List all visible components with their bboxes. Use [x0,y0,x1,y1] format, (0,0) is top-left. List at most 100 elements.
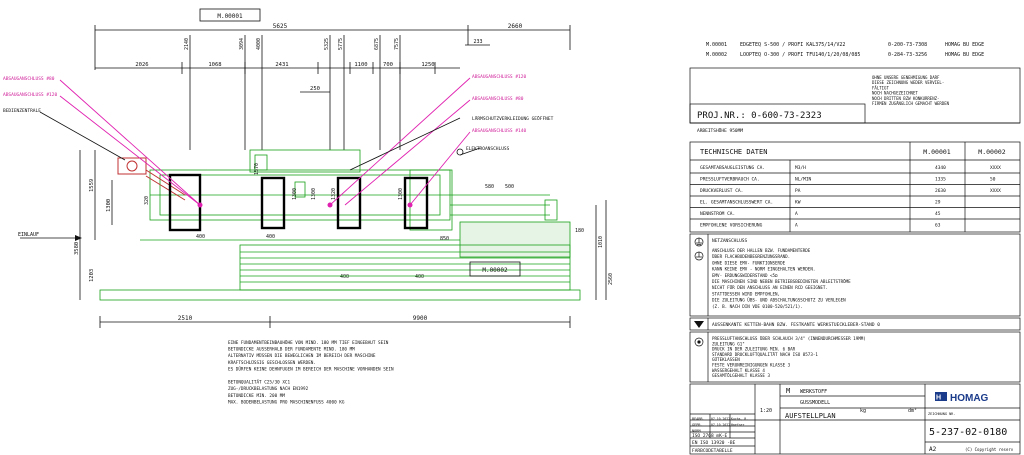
tech-row-v1: 2630 [935,188,946,194]
netz-line: DIE MASCHINEN SIND NEBEN BETRIEBSBEDINGT… [712,279,851,284]
label-abs-120-right: ABSAUGANSCHLUSS #120 [472,74,526,80]
tb-iso1: ISO 2768 mK-E [692,433,728,439]
dim-180: 180 [575,228,584,234]
machine-maker: HOMAG BU EDGE [945,52,984,58]
machine-m00002-outline [99,221,581,301]
tech-row-unit: NL/MIN [795,177,812,183]
tb-scale: 1:20 [760,408,772,414]
dim-2026: 2026 [135,62,148,68]
tb-zeich: ZEICHNUNG NR. [928,412,955,416]
tech-row-v2: XXXX [990,188,1001,194]
pressluft-icon [694,337,704,347]
press-line: ZULEITUNG G1" [712,341,745,346]
note-line: BETONDICKE MIN. 200 MM [228,393,285,399]
press-line: FESTE VERUNREINIGUNGEN KLASSE 3 [712,363,791,368]
foundation-boxes [168,173,429,232]
note-line: BETONQUALITÄT C25/30 XC1 [228,379,290,386]
tb-name1: Kuchs, R. [731,417,748,421]
tb-format: A2 [929,446,937,453]
press-line: STANDARD DRUCKLUFTQUALITÄT NACH ISO 8573… [712,352,818,357]
label-laermschutz: LÄRMSCHUTZVERKLEIDUNG GEÖFFNET [472,115,554,122]
tb-werkstoff: WERKSTOFF [800,389,827,395]
dim-400-a: 400 [196,234,205,240]
label-abs-120-left: ABSAUGANSCHLUSS #120 [3,92,57,98]
machine-id: M.00001 [706,42,727,48]
machine-number: 0-284-73-3256 [888,52,927,58]
dim-1300-d: 1300 [398,188,404,200]
copyright-line: FIRMEN ZUGÄNGLICH GEMACHT WERDEN [872,101,950,106]
note-line: KRAFTSCHLÜSSIG GESCHLOSSEN WERDEN. [228,359,316,366]
press-line: DRUCK IN DER ZULEITUNG MIN. 6 BAR [712,347,796,352]
kette-box [689,317,1021,331]
dim-700: 700 [383,62,393,68]
press-line: PRESSLUFTANSCHLUSS ÜBER SCHLAUCH 3/4" (I… [712,336,866,341]
dim-1068: 1068 [208,62,221,68]
tb-date1: 07.10.2022 [711,417,730,421]
label-bedienzentrale: BEDIENZENTRALE [3,108,41,114]
tb-iso2: EN ISO 13920 -BE [692,440,736,446]
tech-row-unit: A [795,223,798,229]
dim-1010: 1010 [598,236,604,248]
machine-desc: EDGETEQ S-500 / PROFI KAL375/14/V22 [740,42,845,48]
machine-label-2: M.00002 [482,267,508,274]
homag-logo-icon: H [935,392,947,402]
dim-9900: 9900 [413,315,428,322]
netz-line: KANN KEINE EMV - NORM EINGEHALTEN WERDEN… [712,267,815,272]
tb-copy: (C) Copyright reserv [965,447,1014,452]
press-box [689,331,1021,383]
tech-row-v1: 63 [935,223,941,229]
machine-list: M.00001 EDGETEQ S-500 / PROFI KAL375/14/V… [706,42,984,58]
machine-desc: LOOPTEQ O-300 / PROFI TFU140/1/20/08/085 [740,52,860,58]
tech-row-v1: 45 [935,211,941,217]
tb-farb: FARBCODETABELLE [692,448,733,454]
dim-2660: 2660 [508,23,523,30]
tech-row-label: GESAMTABSAUGLEISTUNG CA. [700,165,765,171]
tb-gussmodell: GUSSMODELL [800,400,830,406]
netz-line: DIE ZULEITUNG ÜBS- UND ABSCHALTUNGSSCHUT… [712,298,846,303]
dim-1320: 1320 [331,188,337,200]
dim-5775: 5775 [338,38,344,50]
dim-2560: 2560 [608,273,614,285]
machine-label-box-1 [199,8,261,22]
note-line: MAX. BODENBELASTUNG PRO MASCHINENFUSS 40… [228,399,345,405]
tb-bearb: BEARB. [692,417,705,421]
dim-500: 500 [505,184,514,190]
dim-1300-c: 1300 [311,188,317,200]
tb-norm: NORM [692,429,700,433]
dim-1100: 1100 [354,62,367,68]
tech-col1: M.00001 [923,148,950,156]
dim-1559: 1559 [89,179,95,192]
machine-number: 0-200-73-7308 [888,42,927,48]
copyright-line: NOCH NACHGEZEICHNET [872,91,918,96]
copyright-line: NOCH DRITTEN BZW KONKURRENZ- [872,96,939,101]
copyright-line: FÄLTIGT [872,85,889,90]
tb-number: 5-237-02-0180 [929,427,1007,438]
netz-line: STATTDESSEN WIRD EMPFOHLEN, [712,291,780,296]
tech-col2: M.00002 [978,148,1005,156]
dim-850: 850 [440,236,449,242]
top-dimensions: 5625 2660 233 2026 1068 2431 1100 700 12… [94,23,571,150]
tech-row-label: EMPFOHLENE VORSICHERUNG [700,223,763,229]
netz-line: EMV- ERDUNGSWIDERSTAND <5Ω [712,273,778,278]
tb-logo: HOMAG [950,393,989,404]
tech-row-v1: 29 [935,200,941,206]
netz-title: NETZANSCHLUSS [712,238,748,244]
dim-1300-b: 1300 [292,188,298,200]
tb-date2: 07.10.2022 [711,423,730,427]
inner-dimensions: 400 400 1570 1300 1300 1320 1300 400 400… [196,163,614,300]
dim-250: 250 [310,86,320,92]
einlauf-arrowhead [75,235,82,241]
tech-row-unit: M3/H [795,165,806,171]
netz-line: OHNE DIESE EMV- FUNKTIONSERDE [712,260,786,265]
netz-line: ÜBER FLACHBODENBEGRENZUNGSRAND. [712,254,790,259]
tech-row-unit: KW [795,200,801,206]
kette-triangle-icon [694,321,704,328]
tb-gepr: GEPR. [692,423,703,427]
tb-dm: dm² [908,408,917,414]
exhaust-leaders [39,77,481,208]
dim-5625: 5625 [273,23,288,30]
copyright-line: OHNE UNSERE GENEHMIGUNG DARF [872,75,940,80]
tech-row-v1: 1335 [935,177,946,183]
label-einlauf: EINLAUF [18,232,39,238]
